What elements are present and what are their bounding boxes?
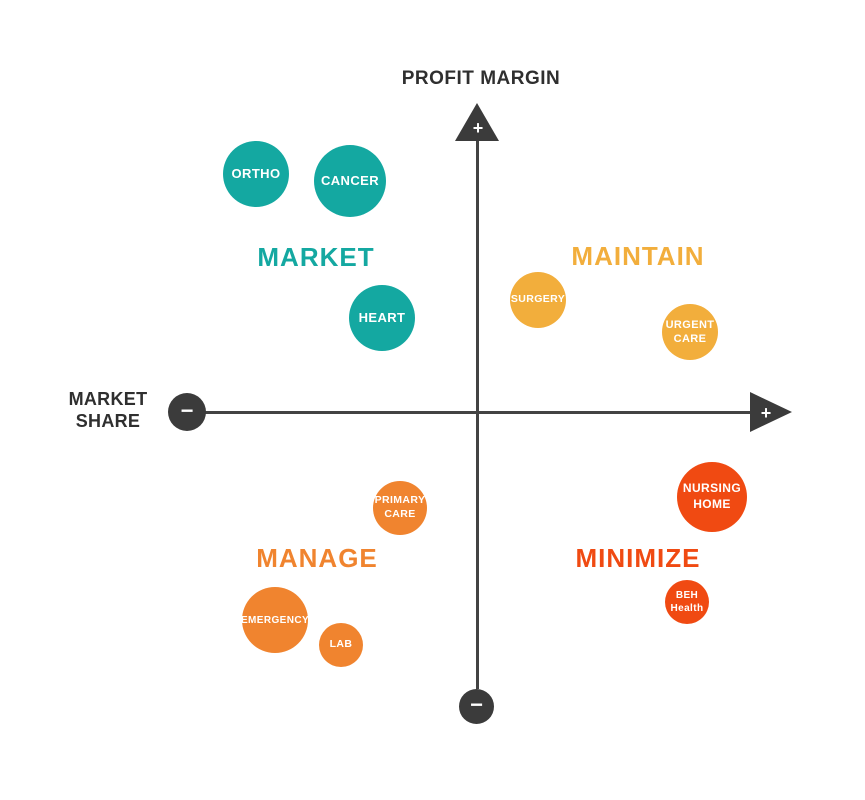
bubble-label-line: HEART bbox=[358, 309, 406, 325]
bubble-label-line: NURSING bbox=[682, 481, 742, 496]
bubble-label-line: LAB bbox=[329, 638, 353, 651]
x-axis-title: MARKET SHARE bbox=[53, 388, 163, 432]
bubble-label-line: URGENT bbox=[665, 318, 715, 331]
quadrant-label-minimize: MINIMIZE bbox=[575, 543, 701, 573]
bubble-label-line: ORTHO bbox=[231, 165, 281, 181]
bubble-label-line: CARE bbox=[384, 508, 416, 520]
minus-icon: − bbox=[470, 692, 483, 717]
plus-icon: + bbox=[472, 118, 484, 138]
bubble-lab: LAB bbox=[319, 623, 363, 667]
bubble-label-line: CARE bbox=[673, 333, 707, 345]
bubble-beh-health: BEH Health bbox=[665, 580, 709, 624]
quadrant-label-manage: MANAGE bbox=[256, 543, 378, 573]
bubble-label-line: Health bbox=[670, 603, 704, 614]
bubble-emergency: EMERGENCY bbox=[240, 587, 310, 653]
right-arrow-icon bbox=[750, 392, 792, 432]
quadrant-label-market: MARKET bbox=[257, 242, 375, 272]
x-axis-line bbox=[205, 411, 751, 414]
minus-circle-icon: − bbox=[168, 393, 206, 431]
bubble-label-line: HOME bbox=[693, 497, 731, 511]
bubble-heart: HEART bbox=[349, 285, 415, 351]
y-axis-title: PROFIT MARGIN bbox=[401, 68, 561, 89]
bubble-label-line: BEH bbox=[675, 590, 699, 601]
bubble-label-line: EMERGENCY bbox=[240, 614, 310, 626]
bubble-surgery: SURGERY bbox=[510, 272, 566, 328]
x-axis-title-line1: MARKET bbox=[68, 389, 148, 409]
y-axis-line bbox=[476, 140, 479, 689]
plus-icon: + bbox=[760, 403, 772, 423]
bubble-label-line: PRIMARY bbox=[374, 494, 426, 507]
bubble-cancer: CANCER bbox=[314, 145, 386, 217]
bubble-label-line: SURGERY bbox=[510, 293, 566, 306]
up-arrow-icon bbox=[455, 103, 499, 141]
quadrant-label-maintain: MAINTAIN bbox=[571, 241, 705, 271]
x-axis-title-line2: SHARE bbox=[75, 411, 141, 431]
bubble-urgent-care: URGENT CARE bbox=[662, 304, 718, 360]
minus-icon: − bbox=[180, 397, 194, 423]
minus-circle-icon: − bbox=[459, 689, 494, 724]
bubble-label-line: CANCER bbox=[320, 172, 379, 188]
bubble-ortho: ORTHO bbox=[223, 141, 289, 207]
